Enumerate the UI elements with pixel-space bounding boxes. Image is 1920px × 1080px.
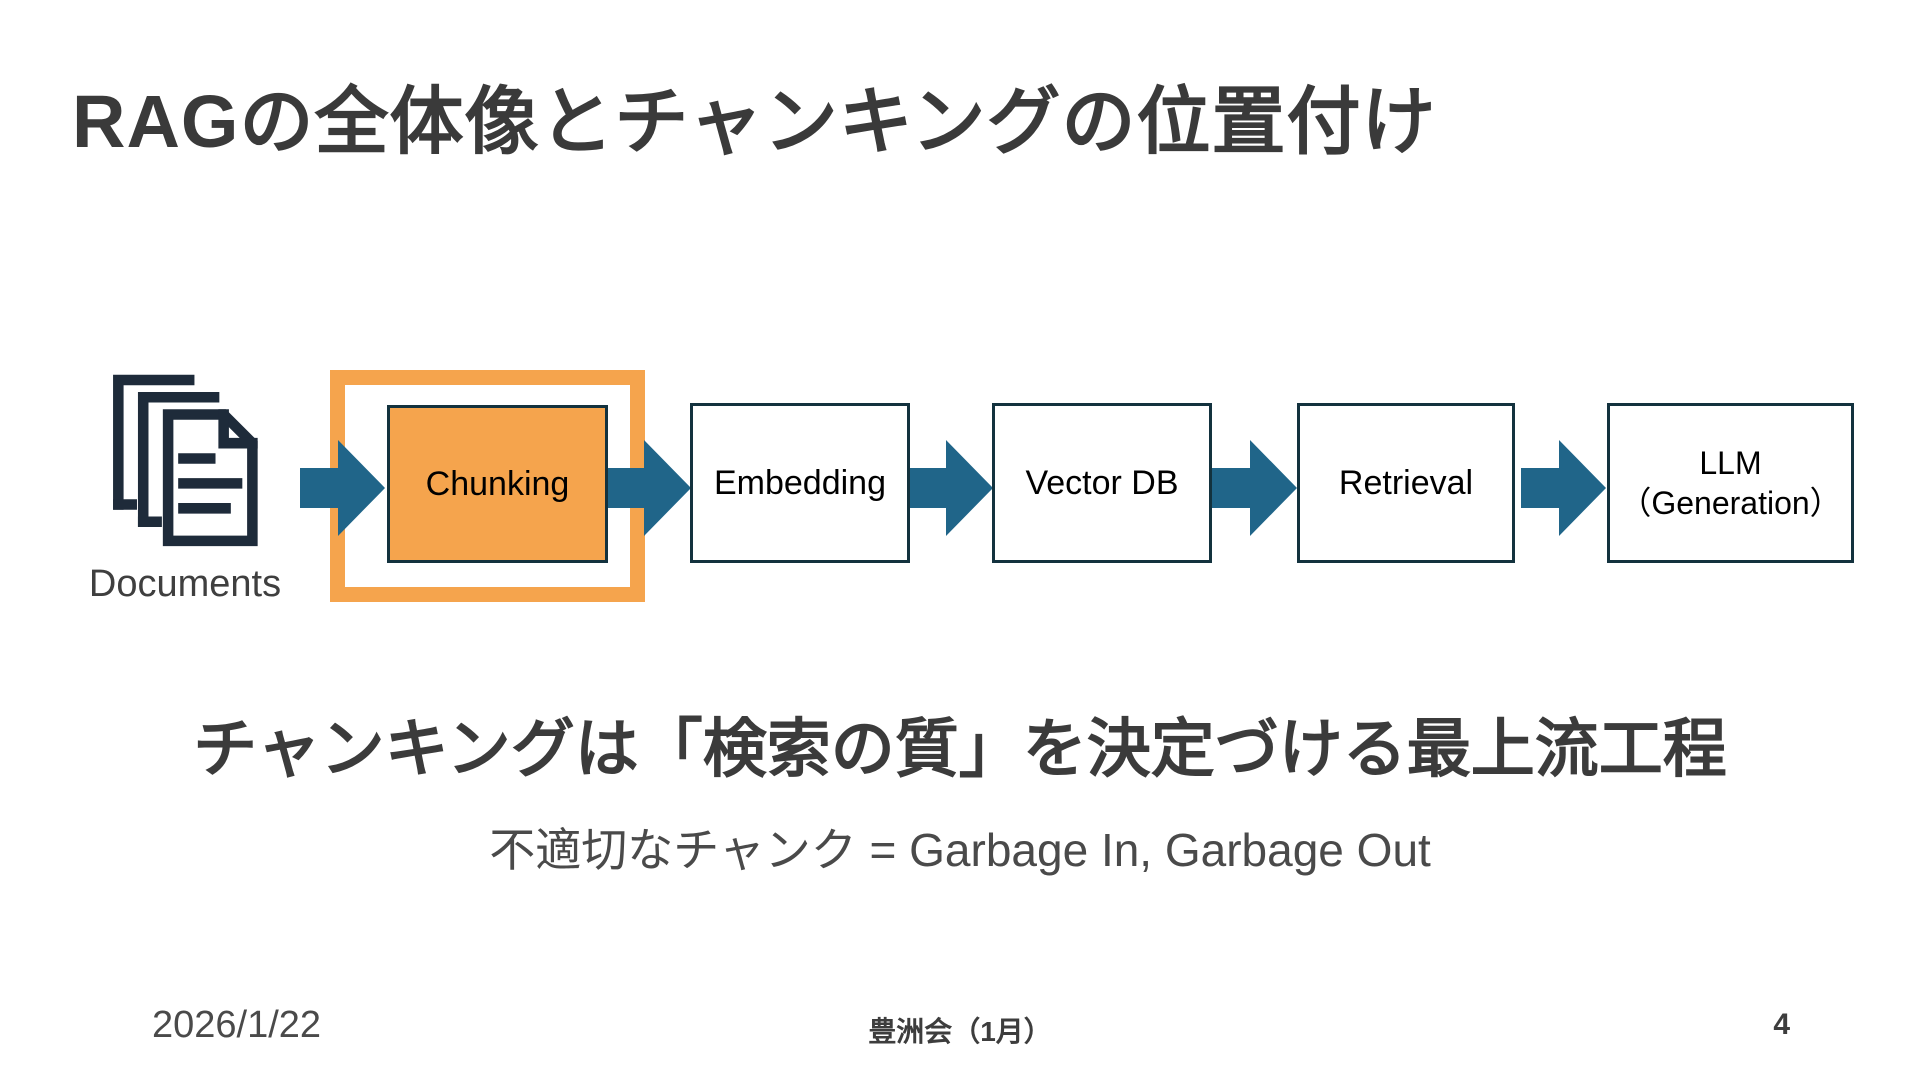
flow-step-embedding: Embedding <box>690 403 910 563</box>
flow-step-label-line2: （Generation） <box>1619 485 1842 521</box>
flow-step-retrieval: Retrieval <box>1297 403 1515 563</box>
slide-title: RAGの全体像とチャンキングの位置付け <box>72 80 1437 163</box>
flow-step-chunking: Chunking <box>387 405 608 563</box>
flow-arrow-icon <box>1212 440 1297 536</box>
flow-arrow-icon <box>1521 440 1606 536</box>
footer-page-number: 4 <box>1773 1008 1790 1041</box>
flow-step-label: Vector DB <box>1025 463 1179 502</box>
documents-label: Documents <box>88 563 282 605</box>
sub-message: 不適切なチャンク = Garbage In, Garbage Out <box>489 824 1431 876</box>
footer-date: 2026/1/22 <box>152 1004 322 1046</box>
flow-step-label: Chunking <box>425 464 570 503</box>
flow-step-vector-db: Vector DB <box>992 403 1212 563</box>
flow-arrow-icon <box>908 440 993 536</box>
flow-arrow-icon <box>606 440 691 536</box>
documents-icon <box>113 374 258 547</box>
flow-step-label: LLM <box>1699 445 1762 481</box>
footer-event-name: 豊洲会（1月） <box>868 1016 1052 1047</box>
flow-step-label: Embedding <box>713 463 886 502</box>
key-message: チャンキングは「検索の質」を決定づける最上流工程 <box>193 713 1727 785</box>
flow-step-label: Retrieval <box>1338 463 1474 502</box>
flow-step-llm-generation: LLM （Generation） <box>1607 403 1854 563</box>
flow-arrow-icon <box>300 440 385 536</box>
